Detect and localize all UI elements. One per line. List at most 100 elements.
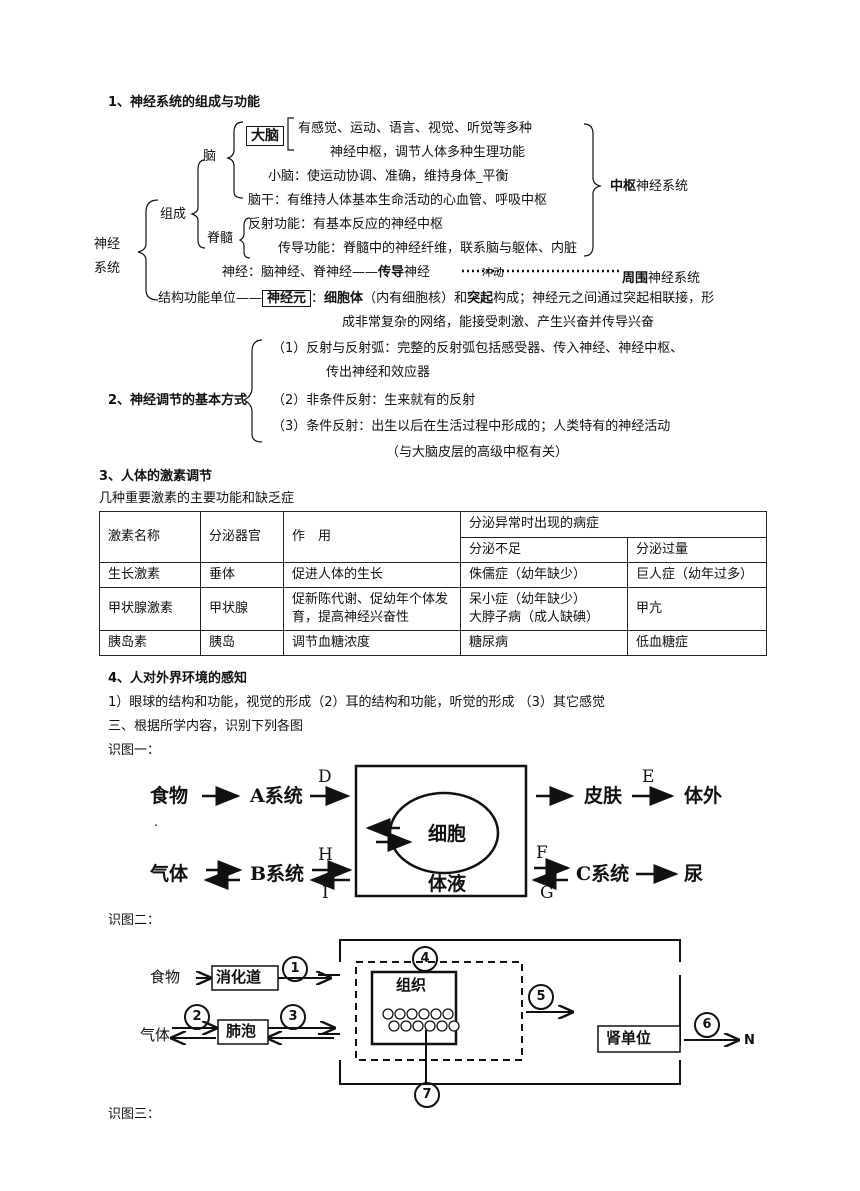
nerve-line: 神经：脑神经、脊神经——传导神经: [222, 264, 430, 282]
conditioned-reflex: （3）条件反射：出生以后在生活过程中形成的；人类特有的神经活动: [272, 419, 671, 434]
root-label-1: 神经: [94, 237, 121, 252]
goiter: 大脖子病（成人缺碘）: [469, 610, 600, 625]
section5-title: 三、根据所学内容，识别下列各图: [108, 719, 304, 734]
d1-outside: 体外: [684, 785, 723, 807]
cerebrum-line2: 神经中枢，调节人体多种生理功能: [330, 145, 526, 160]
cerebrum-box: 大脑: [246, 126, 284, 146]
section4-title: 4、人对外界环境的感知: [108, 671, 248, 686]
table-cell: 促新陈代谢、促幼年个体发育，提高神经兴奋性: [283, 587, 461, 631]
table-cell: 甲状腺激素: [99, 587, 201, 631]
d1-skin: 皮肤: [584, 785, 623, 807]
cerebellum-line: 小脑：使运动协调、准确，维持身体_平衡: [268, 169, 509, 184]
central-text: 神经系统: [636, 179, 689, 194]
table-cell: 低血糖症: [627, 630, 767, 656]
brain-label: 脑: [203, 149, 217, 164]
d2-circle-3: 3: [280, 1004, 306, 1030]
d1-label-e: E: [642, 767, 655, 787]
d2-n: N: [744, 1033, 755, 1048]
table-cell: 糖尿病: [460, 630, 628, 656]
d2-gas: 气体: [140, 1026, 171, 1044]
d1-cell: 细胞: [428, 823, 467, 845]
spinal-label: 脊髓: [207, 231, 234, 246]
reflex-function: 反射功能：有基本反应的神经中枢: [248, 217, 444, 232]
table-cell: 呆小症（幼年缺少） 大脖子病（成人缺碘）: [460, 587, 628, 631]
header-abnormal: 分泌异常时出现的病症: [460, 511, 767, 538]
header-excess: 分泌过量: [627, 536, 767, 563]
figure3-label: 识图三：: [108, 1107, 161, 1122]
d2-circle-7: 7: [414, 1082, 440, 1108]
table-cell: 侏儒症（幼年缺少）: [460, 562, 628, 588]
process-bold: 突起: [467, 291, 494, 306]
d2-circle-2: 2: [184, 1004, 210, 1030]
table-cell: 生长激素: [99, 562, 201, 588]
composition-label: 组成: [160, 207, 187, 222]
conditioned-reflex-note: （与大脑皮层的高级中枢有关）: [386, 445, 569, 460]
peripheral-bold: 周围: [622, 271, 649, 286]
section4-line: 1）眼球的结构和功能，视觉的形成（2）耳的结构和功能，听觉的形成 （3）其它感觉: [108, 695, 605, 710]
table-cell: 甲亢: [627, 587, 767, 631]
unconditioned-reflex: （2）非条件反射：生来就有的反射: [272, 393, 476, 408]
d1-dot: .: [154, 815, 159, 830]
d1-gas: 气体: [150, 863, 189, 885]
neuron-line2: 成非常复杂的网络，能接受刺激、产生兴奋并传导兴奋: [342, 315, 655, 330]
section2-title: 2、神经调节的基本方式: [108, 393, 248, 408]
figure2-label: 识图二：: [108, 913, 161, 928]
nerve-bold: 传导: [378, 265, 405, 280]
d2-digestive-tract: 消化道: [216, 968, 262, 986]
neuron-post: 构成；神经元之间通过突起相联接，形: [493, 291, 715, 306]
table-row: 胰岛素 胰岛 调节血糖浓度 糖尿病 低血糖症: [99, 630, 767, 656]
table-cell: 调节血糖浓度: [283, 630, 461, 656]
nerve-post: 神经: [404, 265, 431, 280]
cretinism: 呆小症（幼年缺少）: [469, 592, 587, 607]
d1-label-d: D: [318, 767, 332, 787]
section1-title: 1、神经系统的组成与功能: [108, 95, 261, 110]
peripheral-nervous-label: 周围神经系统: [622, 270, 700, 288]
nerve-pre: 神经：脑神经、脊神经——: [222, 265, 379, 280]
central-bold: 中枢: [610, 179, 637, 194]
impulse-label: 冲动: [482, 266, 504, 279]
effect-line1: 促新陈代谢、促幼年个体发: [292, 592, 449, 607]
neuron-line: 结构功能单位——神经元：细胞体（内有细胞核）和突起构成；神经元之间通过突起相联接…: [158, 290, 714, 308]
d2-circle-5: 5: [528, 984, 554, 1010]
d1-urine: 尿: [684, 863, 704, 885]
table-subheader-row: 分泌不足 分泌过量: [100, 536, 767, 563]
neuron-colon: ：: [311, 291, 325, 306]
d2-alveoli: 肺泡: [226, 1022, 257, 1040]
table-cell: 胰岛素: [99, 630, 201, 656]
neuron-box: 神经元: [262, 290, 312, 307]
effect-line2: 育，提高神经兴奋性: [292, 610, 410, 625]
section3-subtitle: 几种重要激素的主要功能和缺乏症: [99, 491, 295, 506]
table-cell: 胰岛: [200, 630, 284, 656]
central-nervous-label: 中枢神经系统: [610, 178, 688, 196]
reflex-arc-line2: 传出神经和效应器: [326, 365, 431, 380]
root-label-2: 系统: [94, 261, 121, 276]
brainstem-line: 脑干：有维持人体基本生命活动的心血管、呼吸中枢: [248, 193, 548, 208]
d1-label-i: I: [322, 883, 329, 903]
hormone-table: 激素名称 分泌器官 作 用 分泌异常时出现的病症 分泌不足 分泌过量 生长激素 …: [99, 511, 767, 656]
d1-food: 食物: [150, 785, 189, 807]
figure1-label: 识图一：: [108, 743, 161, 758]
section3-title: 3、人体的激素调节: [99, 469, 213, 484]
peripheral-text: 神经系统: [648, 271, 701, 286]
header-organ: 分泌器官: [200, 511, 284, 563]
d1-system-b: B系统: [250, 863, 305, 885]
d2-circle-1: 1: [282, 956, 308, 982]
d2-food: 食物: [150, 968, 181, 986]
d1-system-c: C系统: [576, 863, 630, 885]
d1-label-f: F: [536, 843, 548, 863]
cell-body: 细胞体: [324, 291, 364, 306]
d1-label-h: H: [318, 845, 333, 865]
d2-circle-4: 4: [412, 946, 438, 972]
cerebrum-line1: 有感觉、运动、语言、视觉、听觉等多种: [298, 121, 533, 136]
neuron-pre: 结构功能单位——: [158, 291, 263, 306]
d1-body-fluid: 体液: [428, 873, 467, 895]
d1-system-a: A系统: [250, 785, 303, 807]
d2-nephron: 肾单位: [606, 1029, 652, 1047]
reflex-arc-line1: （1）反射与反射弧：完整的反射弧包括感受器、传入神经、神经中枢、: [272, 341, 684, 356]
d2-tissue: 组织: [396, 976, 427, 994]
neuron-mid: （内有细胞核）和: [363, 291, 468, 306]
header-name: 激素名称: [99, 511, 201, 563]
